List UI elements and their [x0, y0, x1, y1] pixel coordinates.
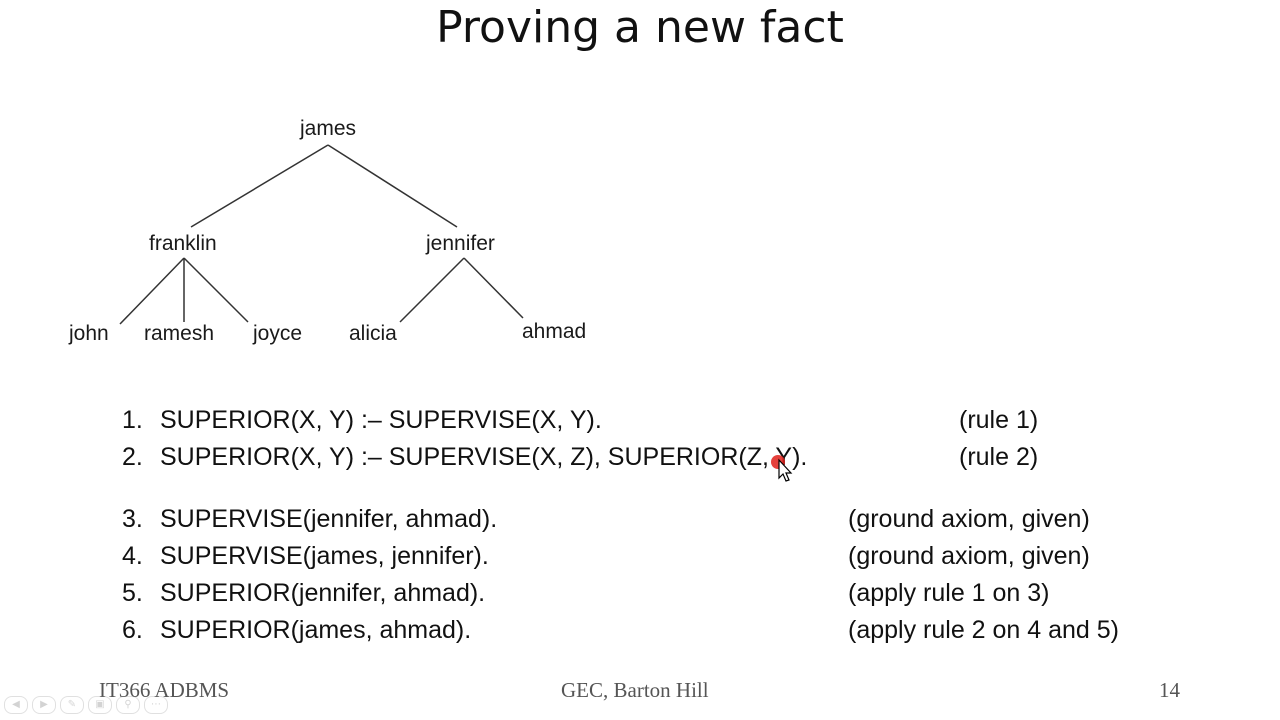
rule-number: 6.	[122, 616, 143, 644]
rule-number: 4.	[122, 542, 143, 570]
edge-jennifer-ahmad	[463, 257, 524, 319]
tree-node-ramesh: ramesh	[144, 322, 215, 345]
tree-node-alicia: alicia	[349, 322, 397, 345]
edge-jennifer-alicia	[399, 257, 465, 323]
more-icon[interactable]: ⋯	[144, 696, 168, 714]
edge-franklin-john	[119, 257, 185, 325]
rule-text: SUPERIOR(jennifer, ahmad).	[160, 579, 486, 607]
tree-node-james: james	[300, 117, 357, 140]
presentation-controls: ◀ ▶ ✎ ▣ ⚲ ⋯	[4, 696, 168, 714]
rule-number: 5.	[122, 579, 143, 607]
pen-icon[interactable]: ✎	[60, 696, 84, 714]
tree-node-john: john	[69, 322, 109, 345]
edge-james-franklin	[190, 144, 329, 228]
tree-node-ahmad: ahmad	[522, 320, 587, 343]
tree-node-franklin: franklin	[149, 232, 217, 255]
rule-text: SUPERIOR(X, Y) :– SUPERVISE(X, Z), SUPER…	[160, 443, 808, 471]
prev-icon[interactable]: ◀	[4, 696, 28, 714]
rule-note: (ground axiom, given)	[848, 505, 1090, 533]
rule-note: (apply rule 1 on 3)	[848, 579, 1050, 607]
rule-note: (rule 2)	[959, 443, 1039, 471]
rule-number: 2.	[122, 443, 143, 471]
footer-institution: GEC, Barton Hill	[561, 678, 709, 702]
slides-icon[interactable]: ▣	[88, 696, 112, 714]
rule-text: SUPERIOR(X, Y) :– SUPERVISE(X, Y).	[160, 406, 602, 434]
rule-note: (rule 1)	[959, 406, 1039, 434]
rule-number: 1.	[122, 406, 143, 434]
edge-james-jennifer	[327, 144, 458, 228]
rule-text: SUPERIOR(james, ahmad).	[160, 616, 472, 644]
rule-number: 3.	[122, 505, 143, 533]
next-icon[interactable]: ▶	[32, 696, 56, 714]
slide-title: Proving a new fact	[436, 2, 844, 53]
slide-number: 14	[1159, 678, 1180, 702]
laser-pointer-icon	[770, 454, 796, 489]
rule-note: (apply rule 2 on 4 and 5)	[848, 616, 1120, 644]
cursor-arrow-icon	[778, 458, 793, 482]
edge-franklin-joyce	[183, 257, 249, 323]
rule-text: SUPERVISE(james, jennifer).	[160, 542, 489, 570]
tree-node-jennifer: jennifer	[426, 232, 495, 255]
rule-note: (ground axiom, given)	[848, 542, 1090, 570]
rule-text: SUPERVISE(jennifer, ahmad).	[160, 505, 498, 533]
tree-node-joyce: joyce	[253, 322, 303, 345]
zoom-icon[interactable]: ⚲	[116, 696, 140, 714]
